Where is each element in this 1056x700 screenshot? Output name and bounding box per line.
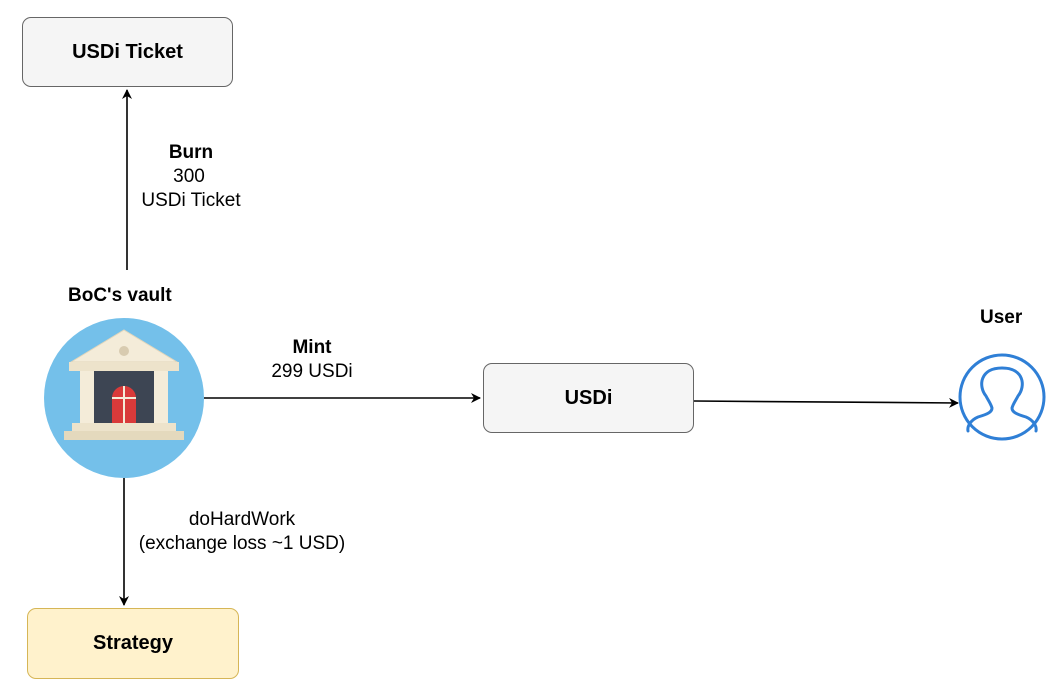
bank-icon	[44, 318, 204, 478]
bank-roof-emblem	[119, 346, 129, 356]
user-circle	[958, 353, 1046, 441]
strategy-box: Strategy	[27, 608, 239, 679]
user-icon	[958, 353, 1046, 441]
usdi-label: USDi	[564, 386, 613, 409]
burn-title: Burn	[168, 142, 214, 163]
bank-entablature	[69, 362, 179, 371]
hardwork-title: doHardWork	[188, 509, 296, 530]
usdi-ticket-box: USDi Ticket	[22, 17, 233, 87]
bank-column-left	[80, 371, 94, 423]
mint-amount: 299 USDi	[271, 361, 353, 382]
bank-step-bottom	[64, 431, 184, 440]
strategy-label: Strategy	[92, 632, 174, 654]
bank-column-right	[154, 371, 168, 423]
vault-label: BoC's vault	[68, 285, 172, 306]
user-label: User	[980, 307, 1023, 328]
burn-edge-label: Burn 300 USDi Ticket	[133, 141, 249, 213]
usdi-ticket-label: USDi Ticket	[72, 40, 183, 63]
mint-title: Mint	[292, 337, 332, 358]
mint-edge-label: Mint 299 USDi	[262, 336, 362, 384]
hardwork-edge-label: doHardWork (exchange loss ~1 USD)	[124, 508, 360, 556]
user-silhouette	[966, 366, 1038, 433]
usdi-box: USDi	[483, 363, 694, 433]
burn-unit: USDi Ticket	[141, 190, 241, 211]
burn-amount: 300	[173, 166, 205, 187]
hardwork-detail: (exchange loss ~1 USD)	[138, 533, 346, 554]
send-arrow	[693, 397, 959, 408]
bank-step-top	[72, 423, 176, 431]
